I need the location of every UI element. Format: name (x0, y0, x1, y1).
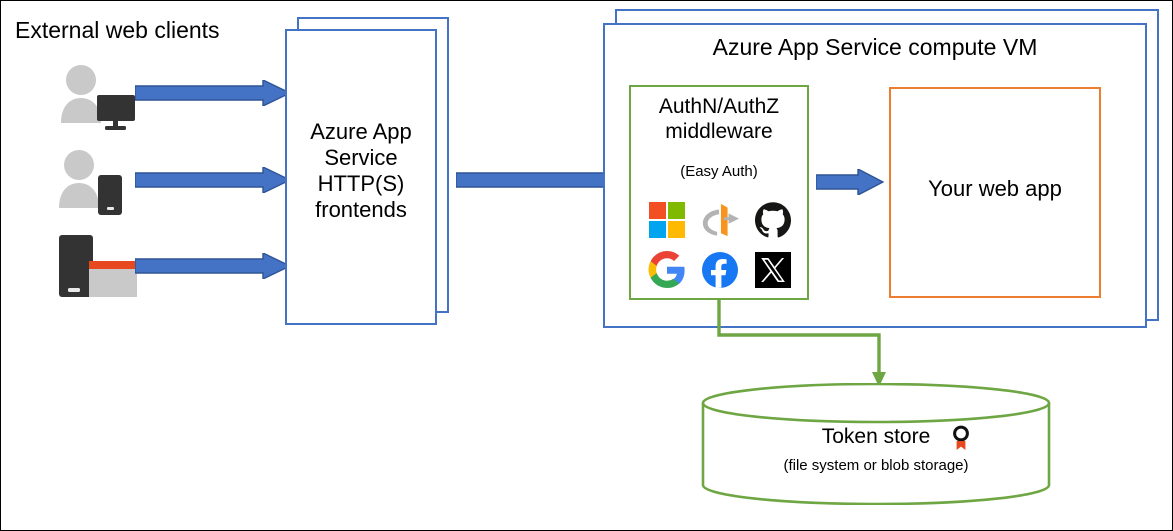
person-with-phone-icon (59, 150, 122, 215)
arrow-client3-to-frontend (135, 253, 291, 279)
x-logo-icon (754, 252, 791, 288)
google-logo-icon (648, 251, 685, 288)
web-app-box (889, 87, 1101, 298)
frontend-box-front (285, 29, 437, 325)
connector-middleware-to-token-store (717, 299, 886, 387)
middleware-sublabel: (Easy Auth) (680, 163, 758, 180)
award-medal-icon (953, 425, 969, 450)
identity-provider-grid (641, 195, 799, 295)
frontend-box-label: Azure App Service HTTP(S) frontends (310, 119, 412, 222)
github-logo-icon (754, 202, 791, 238)
vm-title: Azure App Service compute VM (712, 34, 1038, 60)
phone-with-browser-window-icon (59, 235, 137, 297)
token-store-sublabel: (file system or blob storage) (783, 457, 969, 474)
microsoft-logo-icon (649, 202, 686, 238)
token-store-label: Token store (821, 425, 931, 448)
arrow-client1-to-frontend (135, 80, 291, 106)
facebook-logo-icon (701, 252, 738, 288)
person-with-monitor-icon (61, 65, 135, 130)
openid-connect-logo-icon (702, 203, 739, 237)
arrow-middleware-to-webapp (816, 169, 884, 195)
external-clients-title: External web clients (15, 17, 220, 43)
arrow-client2-to-frontend (135, 167, 291, 193)
middleware-label: AuthN/AuthZ middleware (658, 95, 780, 143)
web-app-label: Your web app (928, 176, 1062, 201)
